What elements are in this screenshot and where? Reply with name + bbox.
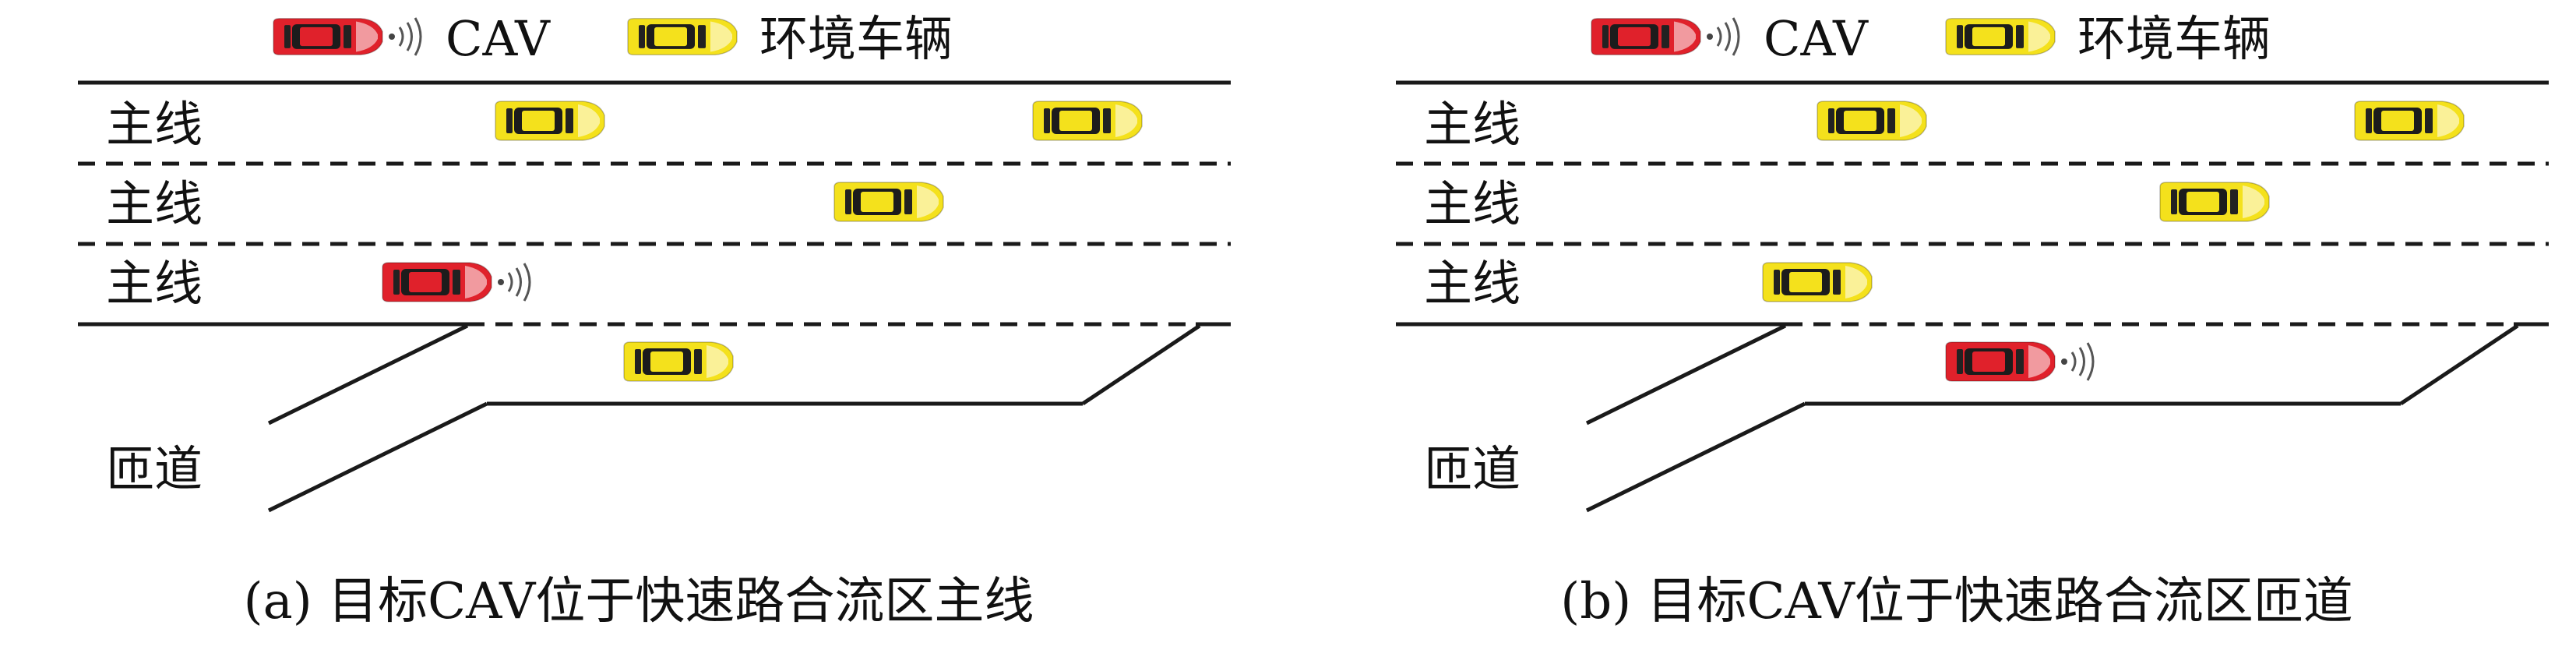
lane-label-main-1: 主线	[1424, 96, 1521, 153]
panel-b-ramp: CAV 环境车辆 主线 主线 主线 匝道 (b) 目标CAV位于快速路合流区匝道	[1318, 0, 2576, 664]
env-vehicle	[830, 179, 946, 224]
panel-caption: (a) 目标CAV位于快速路合流区主线	[243, 573, 1034, 630]
env-vehicle	[1758, 260, 1875, 305]
panel-caption: (b) 目标CAV位于快速路合流区匝道	[1560, 573, 2353, 630]
legend-env-vehicle-icon	[623, 16, 740, 58]
env-vehicle	[619, 339, 736, 384]
cav-signal-waves-icon	[496, 259, 540, 306]
target-cav-vehicle	[1941, 339, 2058, 384]
lane-label-main-3: 主线	[106, 255, 203, 312]
legend-cav-icon	[269, 16, 386, 58]
road-markings	[78, 80, 1231, 513]
legend-env-vehicle-label: 环境车辆	[2077, 10, 2271, 67]
legend-cav-icon	[1587, 16, 1704, 58]
env-vehicle	[1028, 98, 1145, 143]
road-markings	[1396, 80, 2549, 513]
legend-cav-label: CAV	[1764, 10, 1868, 67]
lane-label-main-2: 主线	[106, 175, 203, 232]
env-vehicle	[2350, 98, 2467, 143]
env-vehicle	[1813, 98, 1929, 143]
target-cav-vehicle	[378, 260, 495, 305]
env-vehicle	[491, 98, 608, 143]
lane-label-main-3: 主线	[1424, 255, 1521, 312]
lane-label-main-2: 主线	[1424, 175, 1521, 232]
panel-a-mainline: CAV 环境车辆 主线 主线 主线 匝道 (a) 目标CAV位于快速路合流区主线	[0, 0, 1277, 664]
legend-env-vehicle-label: 环境车辆	[759, 10, 953, 67]
legend-signal-waves-icon	[1705, 13, 1749, 60]
legend-signal-waves-icon	[387, 13, 431, 60]
legend-cav-label: CAV	[446, 10, 550, 67]
env-vehicle	[2155, 179, 2272, 224]
lane-label-main-1: 主线	[106, 96, 203, 153]
lane-label-ramp: 匝道	[106, 440, 203, 497]
legend-env-vehicle-icon	[1941, 16, 2058, 58]
cav-signal-waves-icon	[2060, 338, 2103, 385]
lane-label-ramp: 匝道	[1424, 440, 1521, 497]
